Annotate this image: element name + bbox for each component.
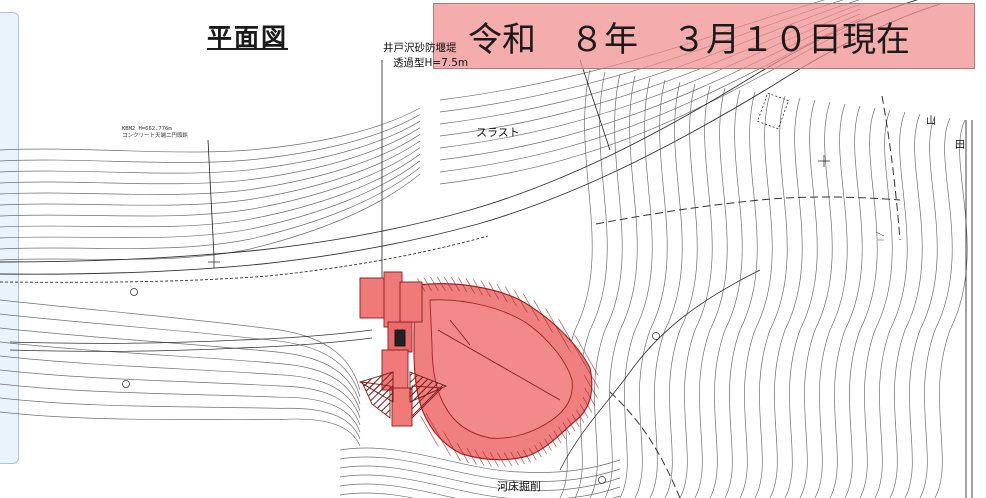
contour-line	[0, 299, 361, 391]
contour-line	[619, 77, 653, 498]
contour-line	[934, 119, 968, 498]
contour-line	[859, 109, 893, 498]
contour-line	[799, 101, 833, 498]
contour-line	[0, 369, 361, 426]
contour-line	[0, 107, 421, 153]
contour-line	[0, 327, 361, 405]
date-banner: 令和 ８年 ３月１０日現在	[433, 3, 975, 69]
contour-line	[339, 474, 621, 498]
contour-line	[784, 99, 818, 498]
contour-line	[814, 103, 848, 498]
field-symbol: 田	[955, 140, 965, 151]
contour-line	[0, 160, 421, 239]
contour-line	[844, 107, 878, 498]
contour-line	[649, 81, 683, 498]
contour-line	[739, 93, 773, 498]
dam-name: 井戸沢砂防堰堤	[383, 42, 457, 54]
contour-line	[339, 456, 621, 482]
contour-line	[0, 140, 421, 206]
contour-line	[0, 167, 421, 250]
contour-line	[604, 75, 638, 498]
contour-line	[0, 147, 421, 217]
contour-line	[0, 127, 421, 185]
stream-channel	[9, 269, 761, 471]
contour-line	[904, 115, 938, 498]
riverbed-label: 河床掘削	[497, 480, 541, 493]
date-banner-text: 令和 ８年 ３月１０日現在	[468, 19, 910, 60]
contour-line	[339, 447, 621, 473]
benchmark-line-2: コンクリート天端二円頭鋲	[122, 133, 189, 139]
excavation-area	[413, 276, 599, 467]
boundary-lines	[595, 95, 901, 498]
contour-line	[889, 113, 923, 498]
contour-line	[709, 89, 743, 498]
contour-line	[559, 69, 593, 498]
contour-line	[339, 483, 621, 498]
contour-line	[339, 465, 621, 491]
contour-line	[634, 79, 668, 498]
page-title: 平面図	[207, 23, 289, 52]
contour-line	[664, 83, 698, 498]
benchmark-label: KBM2 H=662.776m コンクリート天端二円頭鋲	[122, 126, 188, 140]
contour-line	[0, 173, 421, 261]
contour-line	[0, 383, 361, 433]
contour-line	[679, 85, 713, 498]
contour-line	[0, 120, 421, 174]
contour-line	[694, 87, 728, 498]
dam-label: 井戸沢砂防堰堤 透過型H=7.5m	[383, 41, 468, 71]
contour-line	[874, 111, 908, 498]
contour-line	[0, 153, 421, 228]
dam-type: 透過型H=7.5m	[393, 57, 469, 69]
contour-line	[919, 117, 953, 498]
contour-line	[0, 355, 361, 419]
benchmark-line-1: KBM2 H=662.776m	[122, 126, 172, 132]
grid-marks	[208, 155, 830, 268]
leader-lines	[207, 59, 611, 290]
contour-line	[0, 313, 361, 398]
contour-line	[0, 134, 421, 195]
contour-line	[574, 71, 608, 498]
dam-structure	[358, 271, 448, 427]
contour-line	[754, 95, 788, 498]
thrust-label: スラスト	[476, 126, 520, 139]
contour-line	[829, 105, 863, 498]
contour-line	[724, 91, 758, 498]
mountain-symbol: 山	[926, 116, 936, 127]
survey-markers	[122, 92, 789, 484]
side-panel	[0, 12, 19, 464]
contour-line	[339, 492, 415, 498]
contour-line	[769, 97, 803, 498]
contour-line	[0, 411, 361, 447]
contour-line	[589, 73, 623, 498]
contour-line	[0, 397, 361, 440]
slope-hatch	[875, 120, 973, 498]
contour-line	[0, 114, 421, 163]
contour-line	[0, 341, 361, 412]
